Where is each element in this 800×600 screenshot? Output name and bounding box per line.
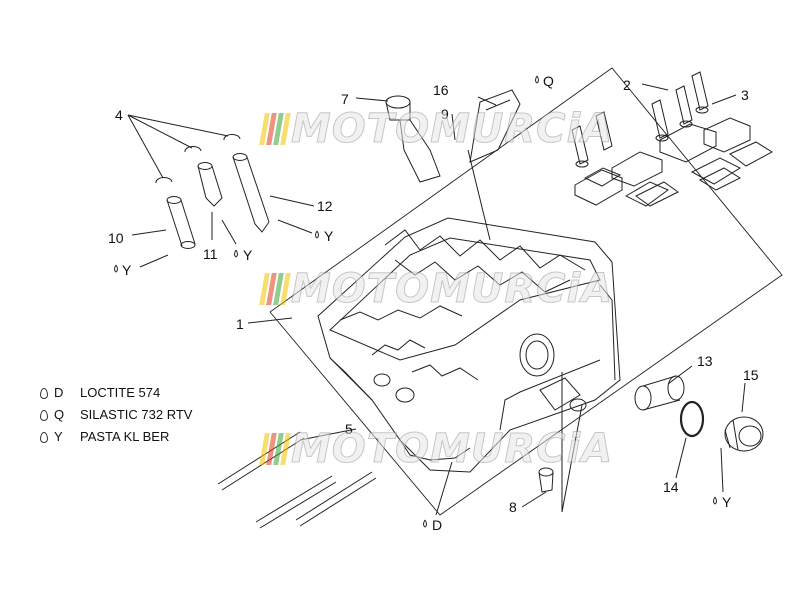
watermark-text: MOTOMURCiA — [290, 106, 614, 153]
callout-12: 12 — [317, 198, 333, 214]
legend-code: Y — [40, 426, 80, 448]
drop-icon — [315, 230, 319, 239]
drop-icon — [40, 409, 48, 421]
legend-code-letter: D — [54, 385, 64, 400]
bearing-caps — [574, 117, 773, 207]
callout-16: 16 — [433, 82, 449, 98]
legend-text: PASTA KL BER — [80, 429, 170, 444]
sealant-mark-y: Y — [243, 247, 253, 263]
plug-15 — [724, 416, 764, 452]
callout-10: 10 — [108, 230, 124, 246]
legend-code: D — [40, 382, 80, 404]
watermark: MOTOMURCiA — [259, 426, 614, 473]
pin-12 — [232, 153, 270, 233]
drop-icon — [40, 431, 48, 443]
drop-icon — [423, 519, 427, 528]
callout-7: 7 — [341, 91, 349, 107]
watermark-stripes — [259, 433, 291, 465]
sealant-mark-y: Y — [324, 228, 334, 244]
callout-9: 9 — [441, 106, 449, 122]
callout-13: 13 — [697, 353, 713, 369]
drop-icon — [40, 387, 48, 399]
watermark-stripes — [259, 113, 291, 145]
studs — [217, 431, 377, 529]
legend-code-letter: Q — [54, 407, 65, 422]
callout-4: 4 — [115, 107, 123, 123]
pin-11 — [197, 162, 223, 207]
callout-8: 8 — [509, 499, 517, 515]
sealant-mark-q: Q — [543, 73, 554, 89]
callout-1: 1 — [236, 316, 244, 332]
cap-screws — [571, 71, 709, 168]
legend-code-letter: Y — [54, 429, 63, 444]
cylinder-head — [317, 217, 621, 473]
sensor-7 — [385, 95, 441, 183]
sealant-legend: D LOCTITE 574 Q SILASTIC 732 RTV Y PASTA… — [40, 382, 192, 448]
sealant-mark-d: D — [432, 517, 442, 533]
cover-16 — [469, 89, 521, 163]
watermark-text: MOTOMURCiA — [290, 266, 614, 313]
legend-row: Q SILASTIC 732 RTV — [40, 404, 192, 426]
drop-icon — [234, 249, 238, 258]
legend-row: D LOCTITE 574 — [40, 382, 192, 404]
legend-text: SILASTIC 732 RTV — [80, 407, 193, 422]
callout-15: 15 — [743, 367, 759, 383]
callout-5: 5 — [345, 421, 353, 437]
sealant-mark-y: Y — [722, 494, 732, 510]
callout-14: 14 — [663, 479, 679, 495]
drop-icon — [535, 75, 539, 84]
drop-icon — [713, 496, 717, 505]
legend-text: LOCTITE 574 — [80, 385, 161, 400]
callout-11: 11 — [203, 246, 218, 262]
legend-row: Y PASTA KL BER — [40, 426, 192, 448]
callout-3: 3 — [741, 87, 749, 103]
bushing-13 — [634, 375, 685, 411]
watermark-stripes — [259, 273, 291, 305]
watermark: MOTOMURCiA — [259, 266, 614, 313]
pin-10 — [166, 196, 196, 249]
circlips — [155, 133, 241, 184]
drop-icon — [114, 264, 118, 273]
o-ring-14 — [679, 400, 705, 438]
sealant-mark-y: Y — [122, 262, 132, 278]
watermark: MOTOMURCiA — [259, 106, 614, 153]
legend-code: Q — [40, 404, 80, 426]
callout-2: 2 — [623, 77, 631, 93]
screw-8 — [538, 467, 554, 493]
watermark-text: MOTOMURCiA — [290, 426, 614, 473]
